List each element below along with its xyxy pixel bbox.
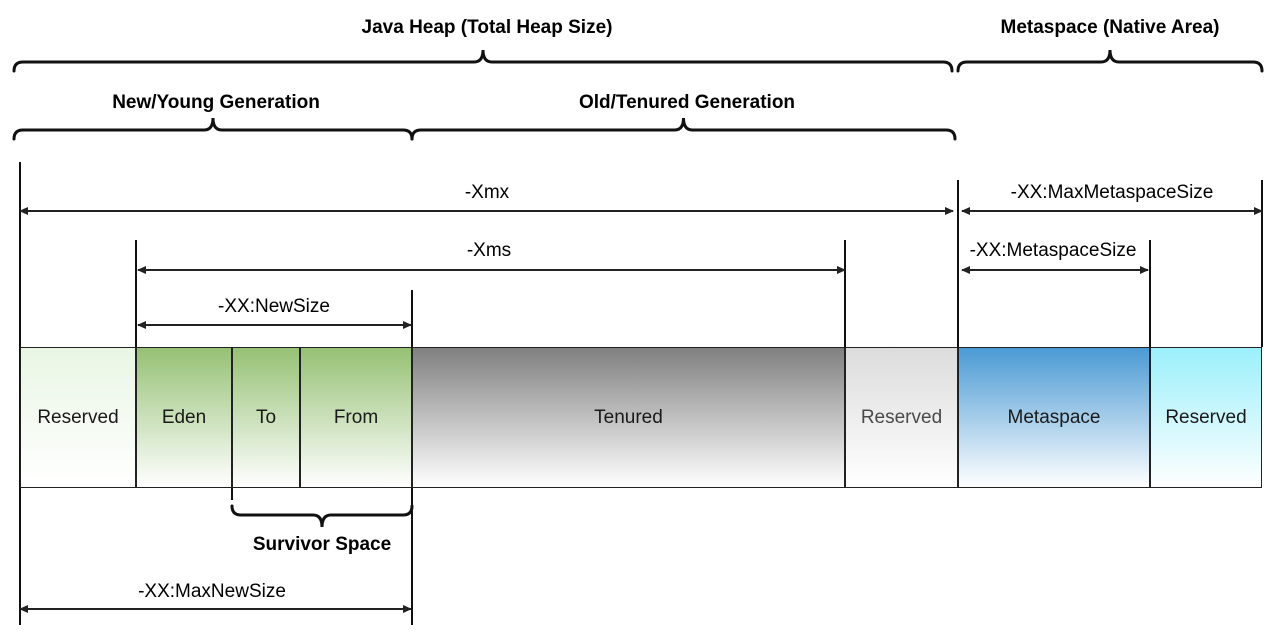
brace-old-gen <box>410 117 957 141</box>
arrow-label-xmx: -Xmx <box>464 182 510 203</box>
brace-java-heap <box>12 49 954 73</box>
brace-label-metaspace: Metaspace (Native Area) <box>1000 17 1220 38</box>
arrow-label-xms: -Xms <box>466 240 512 261</box>
memory-block-label-reserved-old: Reserved <box>860 406 943 428</box>
brace-label-old-gen: Old/Tenured Generation <box>578 92 796 113</box>
arrow-label-metaspace-size: -XX:MetaspaceSize <box>969 240 1137 261</box>
memory-block-label-eden: Eden <box>161 406 207 428</box>
memory-block-reserved-native: Reserved <box>1150 347 1262 488</box>
memory-block-label-metaspace: Metaspace <box>1007 406 1101 428</box>
brace-young-gen <box>12 117 414 141</box>
brace-label-young-gen: New/Young Generation <box>112 92 320 113</box>
arrow-label-new-size: -XX:NewSize <box>218 296 330 317</box>
memory-block-label-to: To <box>255 406 277 428</box>
memory-block-label-reserved-young: Reserved <box>37 406 119 428</box>
memory-block-label-reserved-native: Reserved <box>1165 406 1247 428</box>
memory-block-label-tenured: Tenured <box>594 406 663 428</box>
memory-block-tenured: Tenured <box>412 347 845 488</box>
memory-block-label-from: From <box>333 406 379 428</box>
arrow-label-max-new-size: -XX:MaxNewSize <box>138 581 286 602</box>
measure-arrow-group <box>19 207 1263 613</box>
brace-group <box>12 49 1264 528</box>
memory-block-to: To <box>232 347 300 488</box>
memory-block-from: From <box>300 347 412 488</box>
memory-block-reserved-young: Reserved <box>20 347 136 488</box>
brace-label-java-heap: Java Heap (Total Heap Size) <box>361 17 613 38</box>
memory-block-metaspace: Metaspace <box>958 347 1150 488</box>
brace-survivor-space <box>230 504 414 528</box>
memory-block-reserved-old: Reserved <box>845 347 958 488</box>
memory-block-eden: Eden <box>136 347 232 488</box>
brace-metaspace <box>956 49 1264 73</box>
arrow-label-max-metaspace-size: -XX:MaxMetaspaceSize <box>1010 182 1214 203</box>
brace-label-survivor-space: Survivor Space <box>252 534 392 555</box>
